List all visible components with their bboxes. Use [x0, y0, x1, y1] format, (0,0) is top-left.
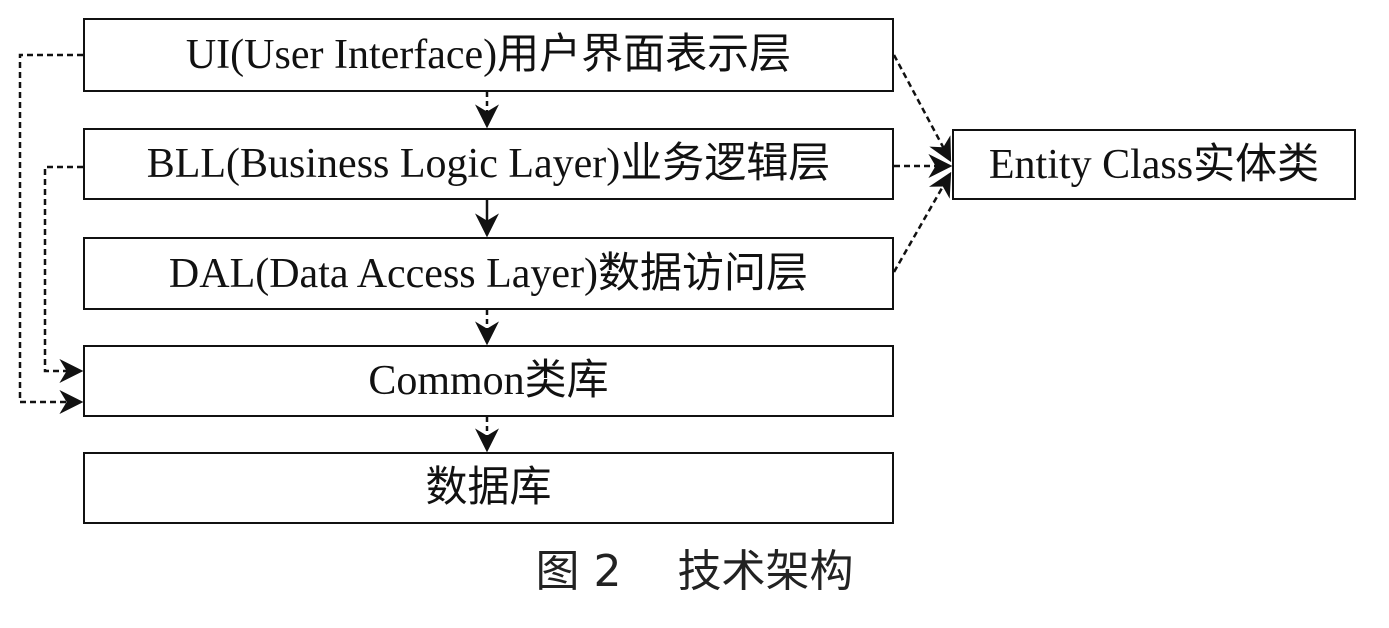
arrow-ui-to-entity	[892, 54, 952, 163]
bll-layer-box: BLL(Business Logic Layer)业务逻辑层	[83, 128, 894, 200]
common-library-box: Common类库	[83, 345, 894, 417]
ui-layer-box: UI(User Interface)用户界面表示层	[83, 18, 894, 92]
arrow-bll-to-common	[43, 165, 84, 383]
dal-layer-box: DAL(Data Access Layer)数据访问层	[83, 237, 894, 310]
database-box: 数据库	[83, 452, 894, 524]
figure-caption: 图 2 技术架构	[535, 546, 854, 597]
dal-layer-label: DAL(Data Access Layer)数据访问层	[168, 250, 809, 297]
entity-class-box: Entity Class实体类	[952, 129, 1356, 200]
ui-layer-label: UI(User Interface)用户界面表示层	[185, 32, 792, 78]
database-label: 数据库	[425, 465, 552, 511]
common-library-label: Common类库	[368, 358, 609, 404]
bll-layer-label: BLL(Business Logic Layer)业务逻辑层	[146, 141, 831, 187]
arrow-dal-to-entity	[892, 171, 952, 273]
entity-class-label: Entity Class实体类	[988, 141, 1320, 188]
arrow-ui-to-common	[18, 53, 84, 414]
